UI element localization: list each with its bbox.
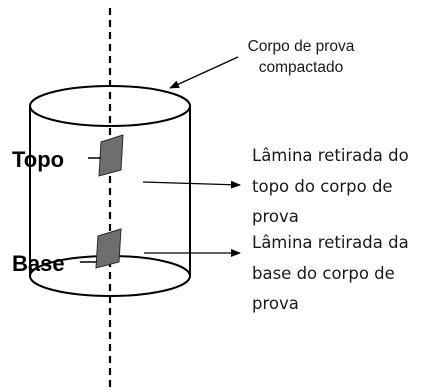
bottom-slab: [95, 228, 122, 269]
top-description-arrow: [142, 180, 241, 189]
annotation-line-1: Corpo de prova: [248, 38, 355, 55]
annotation-line-2: compactado: [259, 59, 343, 76]
label-topo: Topo: [12, 147, 64, 172]
bottom-description-line-2: base do corpo de: [252, 264, 395, 283]
top-description-line-3: prova: [252, 207, 299, 226]
bottom-description-line-1: Lâmina retirada da: [252, 233, 409, 252]
annotation-arrow: [169, 56, 239, 89]
bottom-description-line-3: prova: [252, 294, 299, 313]
label-base: Base: [12, 251, 65, 276]
top-slab: [98, 134, 124, 177]
top-description-line-1: Lâmina retirada do: [252, 146, 409, 165]
top-description-line-2: topo do corpo de: [252, 177, 393, 196]
